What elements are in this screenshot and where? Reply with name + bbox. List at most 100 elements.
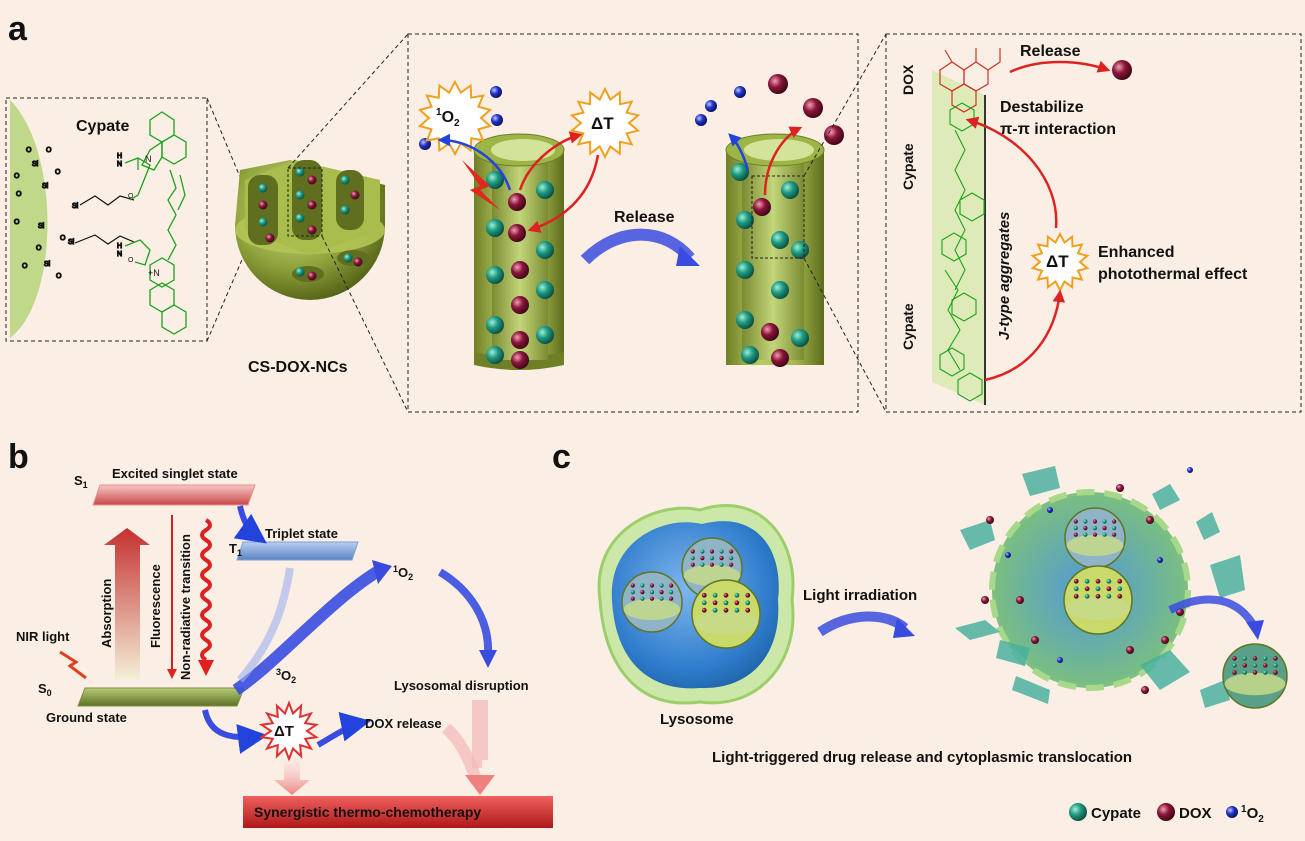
cypate-particle xyxy=(536,281,554,299)
dox-particle xyxy=(508,224,526,242)
dox-particle xyxy=(709,562,715,567)
dox-release-label: DOX release xyxy=(365,716,442,731)
membrane-fragment xyxy=(1140,650,1190,690)
cypate-particle xyxy=(771,231,789,249)
membrane-fragment xyxy=(955,620,1000,640)
dox-particle xyxy=(1112,519,1117,524)
non-radiative-label: Non-radiative transition xyxy=(178,534,193,680)
cypate-particle xyxy=(745,600,751,606)
cypate-particle xyxy=(701,600,707,606)
dox-particle xyxy=(723,607,729,613)
panel-label-c: c xyxy=(552,438,571,476)
cypate-particle xyxy=(536,181,554,199)
cypate-particle xyxy=(640,583,645,588)
cypate-particle xyxy=(486,316,504,334)
s0-label: S0 xyxy=(38,681,52,698)
oxygen-to-lysosome-arrow xyxy=(437,568,493,656)
dox-particle xyxy=(1095,578,1101,584)
dox-particle xyxy=(1232,656,1237,661)
dox-particle xyxy=(709,549,715,554)
cypate-particle xyxy=(659,596,664,601)
heat-to-dox-arrow-b xyxy=(316,712,371,748)
dox-particle xyxy=(729,549,734,554)
dox-particle xyxy=(1031,636,1039,644)
svg-text:O: O xyxy=(55,169,61,176)
triplet-oxygen-label: 3O2 xyxy=(276,667,296,685)
cypate-particle xyxy=(295,190,305,200)
svg-text:Si: Si xyxy=(42,183,49,190)
released-particles xyxy=(419,60,1132,150)
dox-particle xyxy=(508,193,526,211)
legend: Cypate DOX 1O2 xyxy=(1069,803,1264,825)
fluorescence-label: Fluorescence xyxy=(148,564,163,648)
oxygen-escape-arrow-2 xyxy=(728,133,750,171)
svg-text:H: H xyxy=(117,243,122,250)
cypate-particle xyxy=(1112,526,1117,531)
s1-level-bar xyxy=(92,484,256,506)
cypate-particle xyxy=(729,556,734,561)
cypate-particle xyxy=(1242,670,1247,675)
dox-particle xyxy=(353,257,363,267)
dox-particle xyxy=(307,200,317,210)
excited-singlet-label: Excited singlet state xyxy=(112,466,238,481)
membrane-fragment xyxy=(1200,680,1230,708)
dox-particle xyxy=(712,600,718,606)
membrane-fragment xyxy=(1210,555,1245,598)
dox-particle xyxy=(753,198,771,216)
enhanced-line1: Enhanced xyxy=(1098,244,1174,261)
svg-text:ΔT: ΔT xyxy=(274,723,294,740)
cypate-particle xyxy=(258,217,268,227)
zoom-line xyxy=(206,97,249,197)
cypate-particle xyxy=(736,261,754,279)
membrane-fragment xyxy=(1022,466,1060,496)
cypate-particle xyxy=(690,556,695,561)
dox-particle xyxy=(986,516,994,524)
dox-particle xyxy=(1073,532,1078,537)
dox-particle xyxy=(719,556,724,561)
destabilize-line2: π-π interaction xyxy=(1000,121,1116,138)
dox-particle xyxy=(649,583,655,588)
light-irradiation-arrow xyxy=(817,611,909,637)
caption: Light-triggered drug release and cytopla… xyxy=(712,749,1132,766)
dox-particle xyxy=(511,331,529,349)
dox-particle xyxy=(630,583,635,588)
cypate-particle xyxy=(791,241,809,259)
dox-particle xyxy=(1106,586,1112,592)
dox-particle xyxy=(649,596,655,601)
dox-particle xyxy=(1242,663,1247,668)
cypate-particle xyxy=(486,346,504,364)
svg-text:O: O xyxy=(22,263,28,270)
cypate-particle xyxy=(536,326,554,344)
cypate-particle xyxy=(295,167,305,177)
lysosomal-disruption-label: Lysosomal disruption xyxy=(394,678,529,693)
dox-particle xyxy=(824,125,844,145)
cypate-particle xyxy=(1273,663,1278,668)
dox-particle xyxy=(511,351,529,369)
release-label-middle: Release xyxy=(614,209,675,226)
svg-text:N: N xyxy=(145,154,152,164)
dox-particle xyxy=(1273,670,1278,675)
dox-particle xyxy=(690,562,695,567)
cypate-particle xyxy=(536,241,554,259)
pore-particles-right xyxy=(731,163,809,367)
release-mechanism-box xyxy=(407,33,859,413)
cypate-particle xyxy=(486,171,504,189)
svg-text:ΔT: ΔT xyxy=(591,114,614,133)
synergistic-label: Synergistic thermo-chemotherapy xyxy=(254,804,481,820)
cypate-particle xyxy=(340,205,350,215)
dox-particle xyxy=(1095,593,1101,599)
zoom-line xyxy=(287,33,409,169)
heat-burst: ΔT xyxy=(569,86,641,160)
singlet-oxygen-particle xyxy=(490,86,502,98)
cypate-particle xyxy=(1083,519,1088,524)
cypate-particle xyxy=(1084,593,1090,599)
lysosome-nanocarriers xyxy=(621,537,761,649)
dox-particle xyxy=(659,590,664,595)
dox-particle xyxy=(640,590,645,595)
cypate-particle xyxy=(258,183,268,193)
dox-particle xyxy=(265,233,275,243)
dox-particle xyxy=(669,583,674,588)
dox-particle xyxy=(350,190,360,200)
nanocarrier-label: CS-DOX-NCs xyxy=(248,359,348,376)
